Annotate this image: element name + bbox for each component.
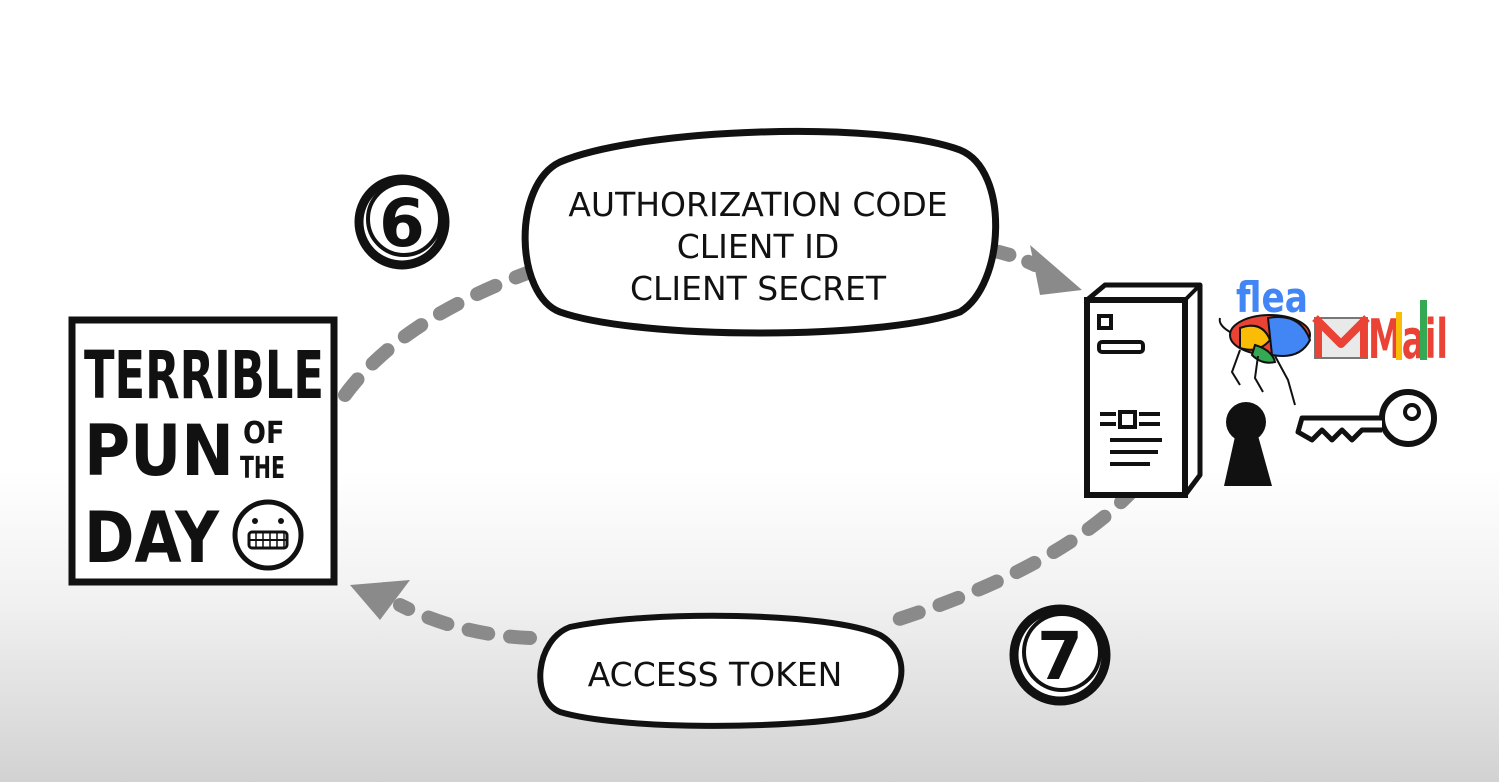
fleamail-logo: flea Mail bbox=[1218, 273, 1448, 406]
pun-line-day: DAY bbox=[84, 497, 220, 579]
request-bubble: AUTHORIZATION CODE CLIENT ID CLIENT SECR… bbox=[521, 127, 1000, 337]
request-line-client-secret: CLIENT SECRET bbox=[630, 269, 887, 308]
fleamail-mail-text: Mail bbox=[1368, 308, 1448, 371]
keyhole-icon bbox=[1224, 402, 1272, 486]
step-7-number: 7 bbox=[1037, 618, 1083, 695]
access-token-bubble: ACCESS TOKEN bbox=[537, 612, 905, 729]
step-6-badge: 6 bbox=[354, 174, 450, 270]
server-icon bbox=[1084, 282, 1203, 498]
flea-icon bbox=[1218, 314, 1312, 406]
grimace-face-icon bbox=[232, 499, 304, 571]
pun-line-terrible: TERRIBLE bbox=[84, 337, 324, 414]
dashed-flow-bottom-left bbox=[393, 598, 537, 645]
step-7-badge: 7 bbox=[1009, 604, 1111, 706]
pun-line-pun: PUN bbox=[84, 410, 234, 492]
step-6-number: 6 bbox=[379, 185, 425, 262]
request-line-authorization-code: AUTHORIZATION CODE bbox=[568, 185, 947, 224]
dashed-flow-top-left bbox=[338, 265, 537, 402]
fleamail-flea-text: flea bbox=[1236, 273, 1308, 322]
key-icon bbox=[1295, 389, 1437, 447]
pun-line-of: OF bbox=[243, 416, 284, 451]
access-token-label: ACCESS TOKEN bbox=[588, 655, 843, 694]
pun-line-the: THE bbox=[240, 451, 285, 486]
arrow-head-icon bbox=[350, 580, 410, 620]
dashed-flow-bottom-right bbox=[873, 481, 1142, 632]
request-line-client-id: CLIENT ID bbox=[677, 227, 840, 266]
terrible-pun-box: TERRIBLE PUN OF THE DAY bbox=[68, 316, 338, 586]
arrow-head-icon bbox=[1030, 245, 1082, 295]
envelope-icon bbox=[1312, 315, 1370, 359]
